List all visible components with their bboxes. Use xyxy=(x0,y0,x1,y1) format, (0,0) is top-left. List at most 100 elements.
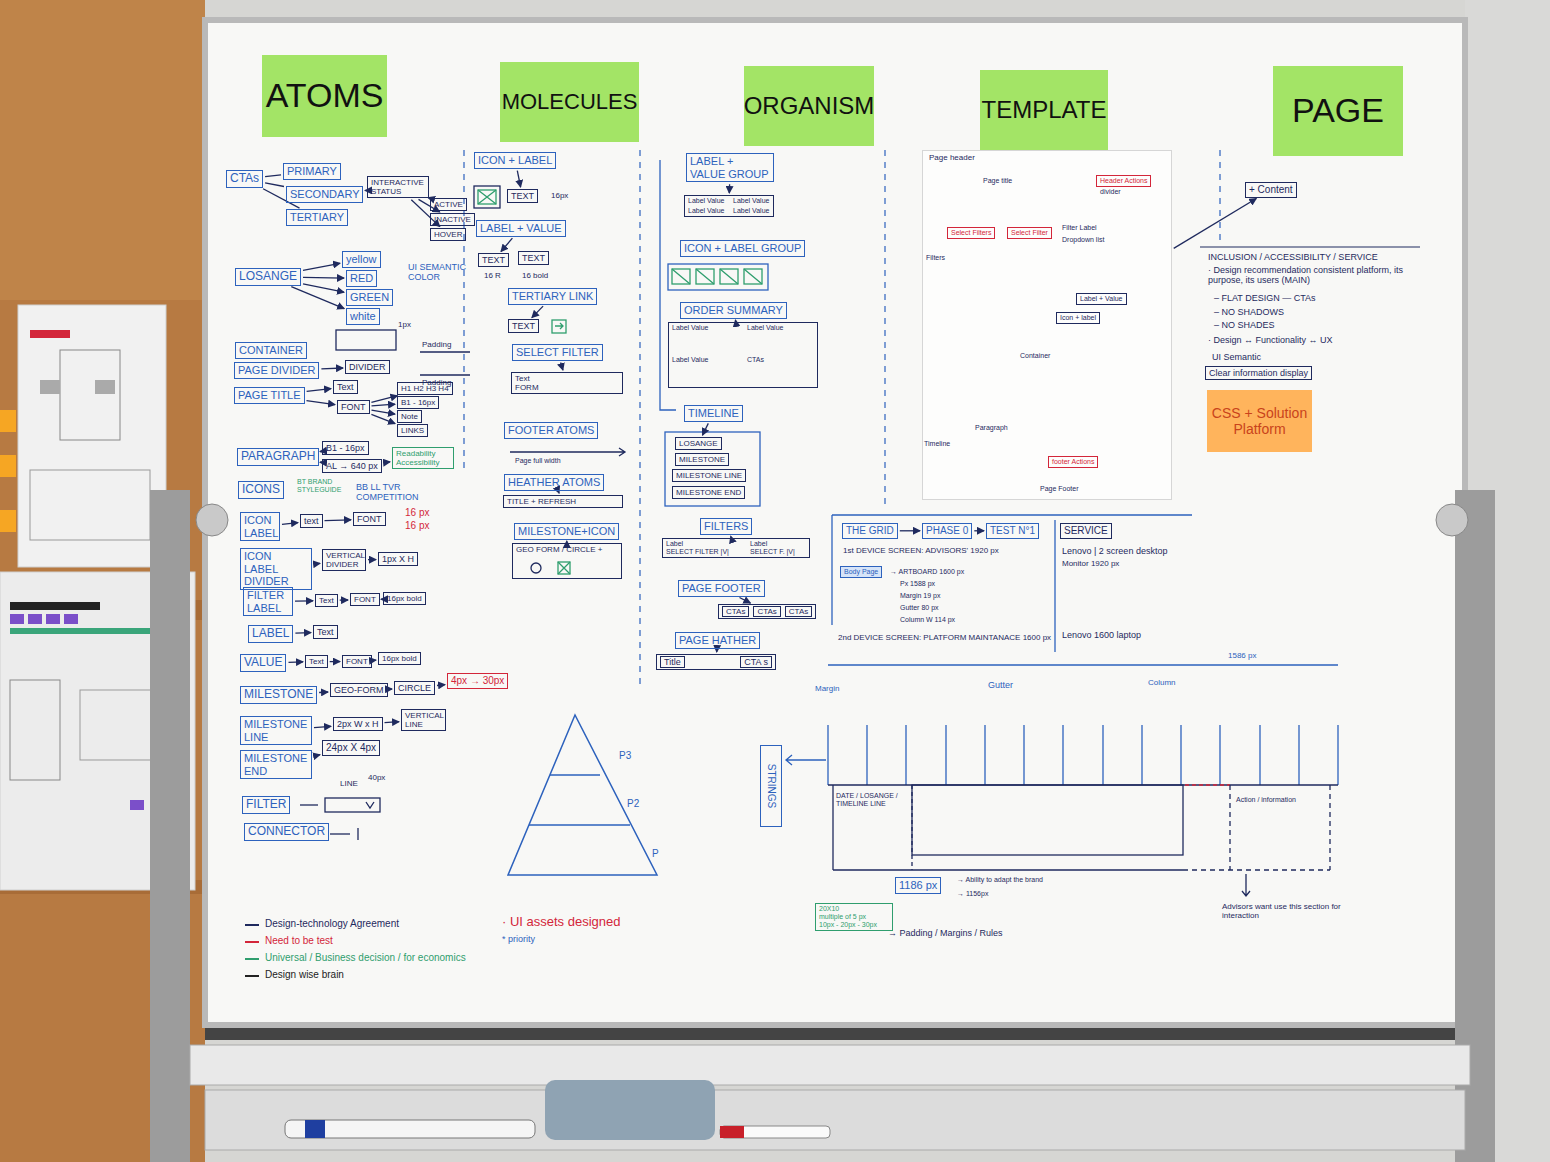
green-box: 20X10multiple of 5 px10px - 20px - 30px xyxy=(815,903,893,931)
node-text: Text xyxy=(319,596,334,605)
node-text: B1 - 16px xyxy=(326,443,365,453)
node-text: white xyxy=(350,310,376,323)
legend-text: Universal / Business decision / for econ… xyxy=(265,952,466,964)
node-text: FILTER xyxy=(246,798,286,812)
spec-box: FONT xyxy=(342,655,372,668)
node-text: Select Filter xyxy=(1011,229,1048,237)
spec-box: CTAsCTAsCTAs xyxy=(718,604,816,619)
organism-symbols xyxy=(656,160,780,674)
node-text: CIRCLE xyxy=(398,683,431,693)
node-text: Note xyxy=(401,412,418,421)
node-text: FORM xyxy=(515,383,619,392)
annotation-label: Page Footer xyxy=(1040,485,1079,493)
spec-box: LabelSELECT FILTER |V|LabelSELECT F. |V| xyxy=(662,538,810,558)
annotation-label: BB LL TVR COMPETITION xyxy=(356,482,456,503)
node-text: 1px X H xyxy=(382,554,414,564)
annotation-label: Margin xyxy=(815,684,839,693)
node-text: PAGE xyxy=(1292,91,1384,130)
spec-box: + Content xyxy=(1245,182,1297,198)
node-text: Label Value xyxy=(672,356,739,386)
node-text: Label xyxy=(666,540,740,548)
node-text: SELECT FILTER |V| xyxy=(666,548,740,556)
node-text: FILTER LABEL xyxy=(247,589,289,614)
spec-box: TextFORM xyxy=(511,372,623,394)
spec-box: Text xyxy=(315,594,338,607)
spec-box: B1 - 16px xyxy=(322,441,369,455)
annotation-label: UI SEMANTIC COLOR xyxy=(408,262,466,283)
node-text: CSS + Solution Platform xyxy=(1211,405,1308,437)
component-box: LABEL + VALUE GROUP xyxy=(686,153,774,182)
connector-arrow xyxy=(900,530,920,531)
annotation-label: Gutter xyxy=(988,680,1013,690)
connector-arrow xyxy=(303,263,340,270)
node-text: LOSANGE xyxy=(239,270,297,284)
node-text: TEXT xyxy=(511,191,534,201)
component-box: TIMELINE xyxy=(684,405,743,422)
annotation-label: Paragraph xyxy=(975,424,1008,432)
component-box: FILTER xyxy=(242,796,290,814)
spec-box: ACTIVE xyxy=(430,198,467,211)
component-box: ICON + LABEL xyxy=(474,152,556,169)
component-box: TEST N°1 xyxy=(986,523,1039,539)
connector-arrow xyxy=(740,598,751,604)
spec-box: AL → 640 px xyxy=(322,459,382,473)
annotation-label: · UI assets designed xyxy=(502,915,621,930)
connector-arrow xyxy=(314,755,320,756)
connector-arrow xyxy=(716,651,717,652)
node-text: CTAs xyxy=(230,172,259,186)
component-box: PAGE FOOTER xyxy=(678,580,765,597)
annotation-label: divider xyxy=(1100,188,1121,196)
annotation-label: · Design ↔ Functionality ↔ UX xyxy=(1208,335,1333,345)
connector-arrow xyxy=(561,363,563,371)
component-box: SECONDARY xyxy=(286,186,363,203)
node-text: 10px - 20px - 30px xyxy=(819,921,889,929)
node-text: VERTICAL DIVIDER xyxy=(326,551,362,569)
node-text: PAGE DIVIDER xyxy=(238,364,315,377)
node-text: FONT xyxy=(354,595,376,604)
spec-box: Icon + label xyxy=(1056,312,1100,324)
node-text: 16px bold xyxy=(387,594,422,603)
connector-arrow xyxy=(368,559,376,560)
component-box: VALUE xyxy=(240,654,286,672)
node-text: MILESTONE LINE xyxy=(244,718,308,743)
node-text: Label Value xyxy=(733,207,770,215)
annotation-label: Filters xyxy=(926,254,945,262)
annotation-label: Gutter 80 px xyxy=(900,604,939,612)
node-text: SELECT F. |V| xyxy=(750,548,806,556)
node-text: TEXT xyxy=(522,253,545,263)
node-text: FOOTER ATOMS xyxy=(508,424,594,437)
node-text: ACTIVE xyxy=(434,200,463,209)
node-text: TEXT xyxy=(512,321,535,331)
node-text: MILESTONE END xyxy=(676,488,741,497)
annotation-label: 16 px xyxy=(405,520,429,532)
node-text: GREEN xyxy=(350,291,389,304)
annotation-label: DATE / LOSANGE / TIMELINE LINE xyxy=(836,792,910,808)
component-box: MILESTONE LINE xyxy=(240,716,312,745)
annotation-label: Column xyxy=(1148,678,1176,687)
annotation-label: → ARTBOARD 1600 px xyxy=(890,568,964,576)
node-text: SELECT FILTER xyxy=(516,346,599,359)
connector-arrow xyxy=(265,175,281,177)
spec-box: Text xyxy=(305,655,328,668)
node-text: TEXT xyxy=(482,255,505,265)
node-text: Page header xyxy=(929,153,1165,162)
red-box: Select Filters xyxy=(947,227,995,239)
connector-arrow xyxy=(974,530,984,531)
legend-text: Design-technology Agreement xyxy=(265,918,399,930)
node-text: LABEL + VALUE xyxy=(480,222,562,235)
component-box: PRIMARY xyxy=(283,163,341,180)
node-text: VALUE xyxy=(244,656,282,670)
node-text: Clear information display xyxy=(1209,368,1308,378)
component-box: TERTIARY xyxy=(286,209,348,226)
connector-arrow xyxy=(330,661,340,662)
node-text: 4px → 30px xyxy=(451,675,504,687)
node-text: RED xyxy=(350,272,373,285)
spec-box: CIRCLE xyxy=(394,681,435,695)
spec-box: GEO FORM / CIRCLE + xyxy=(512,543,622,579)
node-text: MILESTONE xyxy=(679,455,725,464)
pyramid xyxy=(508,715,657,875)
annotation-label: Lenovo 1600 laptop xyxy=(1062,630,1141,640)
component-box: FILTER LABEL xyxy=(243,587,293,616)
node-text: VERTICAL LINE xyxy=(405,711,442,729)
